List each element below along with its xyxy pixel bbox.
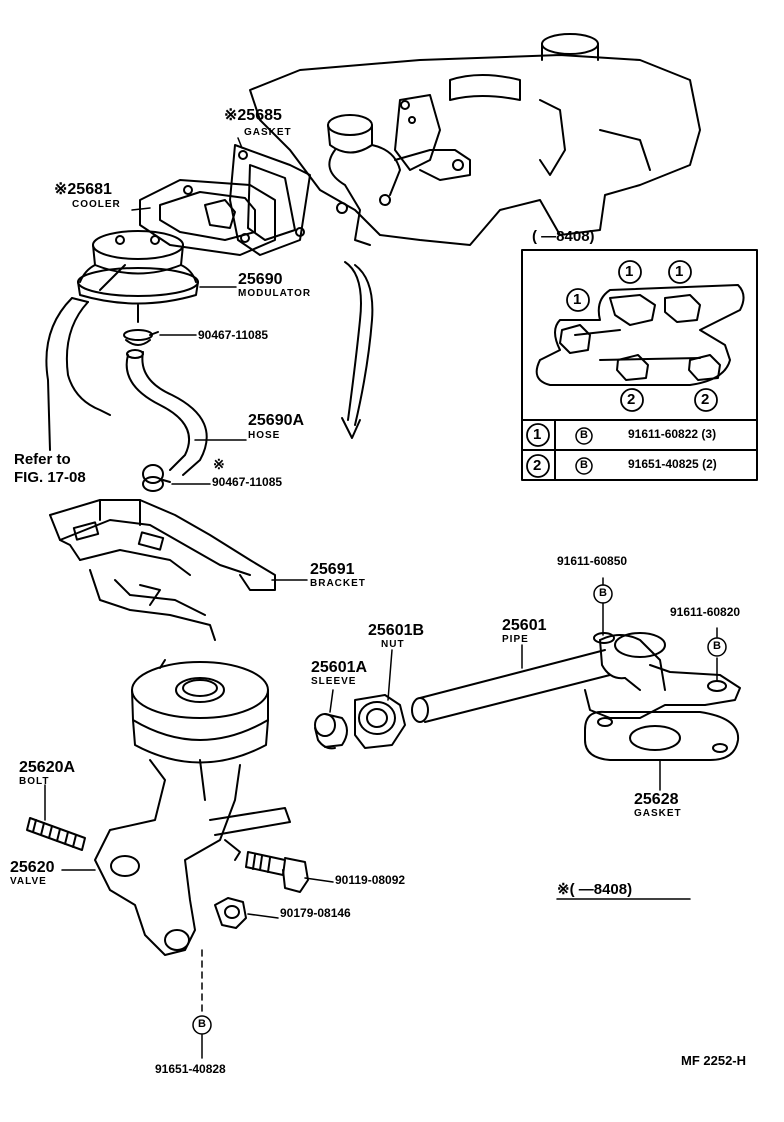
bolt-symbol-91651-40828: [192, 1015, 212, 1035]
label-25690-number: 25690: [238, 271, 283, 288]
inset-callout-1b: 1: [625, 263, 634, 280]
inset-row-2-part: 91651-40825 (2): [628, 457, 717, 471]
inset-range: ( —8408): [532, 228, 595, 245]
label-90467-11085-a: 90467-11085: [198, 328, 269, 342]
label-25681-name: COOLER: [72, 199, 121, 210]
label-90179-08146: 90179-08146: [280, 906, 351, 920]
inset-callout-1a: 1: [573, 291, 582, 308]
label-25690-name: MODULATOR: [238, 288, 312, 299]
inset-row-2-circle: 2: [533, 457, 542, 474]
inset-row-1-part: 91611-60822 (3): [628, 427, 717, 441]
nut-90179-drawing: [214, 897, 247, 929]
bracket-drawing: [49, 499, 276, 669]
label-25628-number: 25628: [634, 791, 679, 808]
inset-row-1-mark: B: [580, 429, 588, 441]
label-25691-name: BRACKET: [310, 578, 366, 589]
egr-valve-drawing: [94, 661, 291, 956]
label-91651-40828: 91651-40828: [155, 1062, 226, 1076]
label-90119-08092: 90119-08092: [335, 873, 406, 887]
label-25685-name: GASKET: [244, 127, 292, 138]
inset-callout-2a: 2: [627, 391, 636, 408]
sleeve-drawing: [314, 713, 348, 750]
drawing-code: MF 2252-H: [681, 1053, 747, 1068]
footnote-range: ※( —8408): [557, 881, 633, 898]
label-25681-number: ※25681: [54, 181, 112, 198]
vacuum-fitting-assembly: [327, 114, 471, 246]
label-25620a-name: BOLT: [19, 776, 50, 787]
inset-row-1-circle: 1: [533, 426, 542, 443]
vacuum-hose-drawing: [125, 349, 208, 476]
top-gasket-drawing: [229, 144, 311, 256]
cooler-drawing: [139, 179, 276, 256]
label-90467-b-note: ※: [213, 456, 225, 472]
bolt-symbol-91611-60850: [593, 584, 613, 604]
bolt-symbol-91651-40828-letter: B: [198, 1018, 206, 1030]
inset-bolt-table: [521, 249, 758, 481]
refer-line-2: FIG. 17-08: [14, 469, 86, 486]
pipe-nut-drawing: [354, 694, 406, 749]
bolt-symbol-91611-60850-letter: B: [599, 587, 607, 599]
label-25620-number: 25620: [10, 859, 55, 876]
label-25601b-name: NUT: [381, 639, 405, 650]
clip-1-drawing: [123, 329, 159, 346]
pipe-gasket-drawing: [584, 710, 740, 761]
label-25601a-number: 25601A: [311, 659, 368, 676]
label-25601-number: 25601: [502, 617, 547, 634]
refer-hose-drawing: [45, 297, 111, 451]
egr-pipe-drawing: [411, 632, 741, 723]
label-90467-11085-b: 90467-11085: [212, 475, 283, 489]
leader-lines: [44, 137, 718, 919]
label-25601a-name: SLEEVE: [311, 676, 357, 687]
bolt-symbol-91611-60820-letter: B: [713, 640, 721, 652]
inset-callout-2b: 2: [701, 391, 710, 408]
label-25690a-number: 25690A: [248, 412, 305, 429]
bolt-90119-drawing: [245, 851, 309, 893]
modulator-drawing: [77, 230, 199, 323]
bolt-symbol-91611-60820: [707, 637, 727, 657]
label-25628-name: GASKET: [634, 808, 682, 819]
label-25601b-number: 25601B: [368, 622, 425, 639]
bolt-25620a-drawing: [26, 817, 86, 851]
clip-2-drawing: [142, 464, 171, 492]
label-25685-number: ※25685: [224, 107, 282, 124]
label-25620-name: VALVE: [10, 876, 47, 887]
assembly-direction-arrow: [341, 261, 374, 439]
label-25691-number: 25691: [310, 561, 355, 578]
inset-row-2-mark: B: [580, 459, 588, 471]
engine-manifold: [249, 33, 701, 246]
inset-callout-1c: 1: [675, 263, 684, 280]
label-91611-60820: 91611-60820: [670, 605, 741, 619]
note-mark: ※: [224, 107, 238, 124]
label-25601-name: PIPE: [502, 634, 529, 645]
label-25620a-number: 25620A: [19, 759, 76, 776]
refer-line-1: Refer to: [14, 451, 71, 468]
label-91611-60850: 91611-60850: [557, 554, 628, 568]
label-25690a-name: HOSE: [248, 430, 281, 441]
note-mark: ※: [54, 181, 68, 198]
